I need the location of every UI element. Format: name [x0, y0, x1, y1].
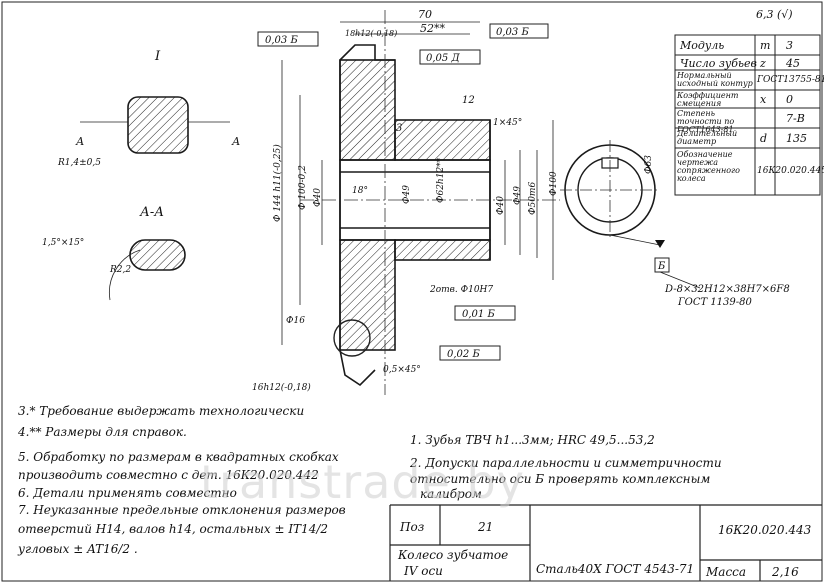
param-value-1: 45: [786, 57, 800, 70]
tol-frame-5: 0,02 Б: [447, 349, 480, 360]
title-mass-label: Масса: [706, 565, 747, 579]
param-label-2: Нормальный исходный контур: [677, 71, 753, 88]
gear-rim-upper: [339, 59, 396, 161]
param-symbol-0: m: [760, 39, 771, 52]
dim-d63: Ф63: [644, 155, 654, 174]
dim-3: 3: [396, 123, 402, 134]
param-value-6: 16К20.020.445: [757, 166, 824, 176]
tolerance-frames: [257, 23, 549, 361]
spline-spec: D-8×32Н12×38Н7×6F8: [664, 284, 790, 295]
tol-frame-4: 0,01 Б: [462, 309, 495, 320]
dim-d16: Ф16: [286, 316, 305, 326]
detail-circle: [333, 319, 371, 357]
hub-upper: [394, 119, 491, 161]
dim-12: 12: [462, 95, 475, 106]
title-name-line2: IV оси: [404, 564, 443, 578]
dim-chamfer-1: 1×45°: [493, 118, 522, 128]
dim-len-16h: 16h12(-0,18): [252, 382, 311, 393]
hub-lower: [394, 239, 491, 261]
dim-r14: R1,4±0,5: [57, 158, 101, 168]
dim-d100: Ф 100-0,2: [298, 165, 308, 210]
title-material: Сталь40Х ГОСТ 4543-71: [536, 562, 695, 576]
param-label-1: Число зубьев: [680, 57, 757, 70]
section-mark-right: А: [231, 135, 240, 148]
param-label-4: Степень точности по ГОСТ1643-81: [677, 109, 735, 134]
dim-r22: R2,2: [109, 265, 131, 275]
param-value-4: 7-В: [786, 112, 805, 125]
dim-d62: Ф62h12**: [436, 157, 446, 203]
tol-frame-2: 0,03 Б: [496, 27, 529, 38]
param-value-5: 135: [786, 132, 807, 145]
title-name-line1: Колесо зубчатое: [398, 548, 509, 562]
end-view: [560, 140, 701, 289]
note-left-7: угловых ± AT16/2 .: [18, 542, 138, 556]
roughness-mark: 6,3 (√): [756, 8, 793, 21]
dim-angle: 18°: [352, 186, 368, 196]
dim-chamfer-15: 1,5°×15°: [42, 238, 84, 248]
param-symbol-5: d: [760, 132, 768, 145]
dim-chamfer-05: 0,5×45°: [383, 365, 421, 375]
section-AA-view: [109, 239, 186, 301]
param-symbol-1: z: [760, 57, 766, 70]
note-left-4: 6. Детали применять совместно: [18, 486, 237, 500]
section-mark-left: А: [75, 135, 84, 148]
param-label-6: Обозначение чертежа сопряженного колеса: [677, 150, 740, 183]
datum-label: Б: [657, 261, 666, 272]
hole-note: 2отв. Ф10Н7: [429, 285, 493, 295]
param-label-0: Модуль: [680, 39, 725, 52]
title-mass-value: 2,16: [772, 565, 799, 579]
dim-d144: Ф 144 h11(-0,25): [272, 144, 283, 222]
title-item-label: Поз: [400, 520, 425, 534]
title-item-no: 21: [478, 520, 494, 534]
param-label-3: Коэффициент смещения: [677, 91, 739, 108]
detail-label: I: [154, 49, 161, 64]
dim-d100b: Ф100: [549, 171, 559, 196]
tol-frame-3: 0,05 Д: [426, 53, 460, 64]
dim-d49b: Ф49: [513, 186, 523, 205]
note-left-3: производить совместно с дет. 16К20.020.4…: [18, 468, 319, 482]
note-left-6: отверстий Н14, валов h14, остальных ± IT…: [18, 522, 329, 536]
note-right-0: 1. Зубья ТВЧ h1...3мм; HRC 49,5...53,2: [410, 433, 655, 447]
dim-length-70: 70: [418, 8, 432, 21]
note-left-5: 7. Неуказанные предельные отклонения раз…: [18, 503, 346, 517]
param-symbol-3: x: [760, 93, 767, 106]
note-right-3: калибром: [420, 487, 482, 501]
dim-d49: Ф49: [402, 185, 412, 204]
watermark: transtrade.by: [200, 455, 525, 509]
param-value-2: ГОСТ13755-81: [757, 75, 824, 85]
title-designation: 16К20.020.443: [718, 523, 812, 537]
gear-rim-lower: [339, 239, 396, 351]
note-left-2: 5. Обработку по размерам в квадратных ск…: [18, 450, 339, 464]
dim-length-52: 52**: [420, 22, 445, 35]
note-right-1: 2. Допуски параллельности и симметричнос…: [410, 456, 722, 470]
dim-d40: Ф40: [313, 188, 323, 207]
dim-len-18h: 18h12(-0,18): [345, 29, 397, 38]
param-value-3: 0: [786, 93, 793, 106]
main-section-view: [339, 44, 491, 387]
dim-d40b: Ф40: [496, 196, 506, 215]
note-left-0: 3.* Требование выдержать технологически: [18, 404, 305, 418]
gear-params-table: [674, 34, 821, 196]
tol-frame-1: 0,03 Б: [265, 35, 298, 46]
note-right-2: относительно оси Б проверять комплексным: [410, 472, 711, 486]
section-label: А-А: [139, 205, 164, 220]
dim-d50m6: Ф50m6: [528, 182, 538, 215]
param-label-5: Делительный диаметр: [677, 129, 738, 146]
spline-standard: ГОСТ 1139-80: [677, 297, 753, 308]
dimension-lines: [281, 21, 554, 345]
note-left-1: 4.** Размеры для справок.: [18, 425, 187, 439]
detail-I-view: [80, 96, 230, 154]
param-value-0: 3: [786, 39, 793, 52]
title-block-frame: [389, 504, 822, 581]
